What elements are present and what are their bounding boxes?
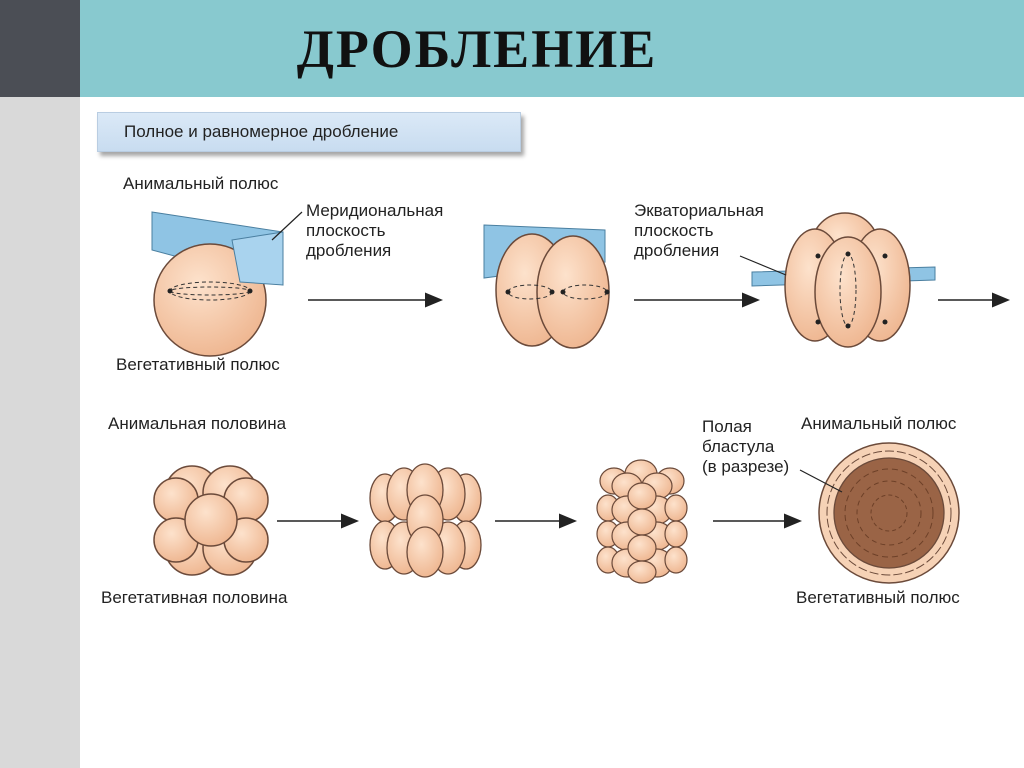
meridional-line-1: Меридиональная [306,201,444,220]
equatorial-line-3: дробления [634,241,720,260]
equatorial-pointer [739,255,787,276]
meridional-pointer [271,211,303,241]
animal-pole-label-bottom: Анимальный полюс [801,414,957,433]
zygote-stage [151,211,284,357]
arrows [277,292,1010,529]
equatorial-line-1: Экваториальная [634,201,764,220]
subtitle-box: Полное и равномерное дробление [97,112,521,152]
vegetative-pole-label-bottom: Вегетативный полюс [796,588,960,607]
four-cell-stage [751,212,936,348]
sidebar-light-block [0,97,80,768]
meridional-line-2: плоскость [306,221,386,240]
blastula-label: Полая бластула (в разрезе) [702,417,789,477]
sixteen-cell-stage [369,463,482,578]
meridional-plane-label: Меридиональная плоскость дробления [306,201,443,261]
vegetative-half-label: Вегетативная половина [101,588,288,607]
animal-half-label: Анимальная половина [108,414,287,433]
eight-cell-stage [153,465,269,576]
meridional-plane-front [231,231,284,286]
equatorial-line-2: плоскость [634,221,714,240]
slide-title: ДРОБЛЕНИЕ [296,19,658,79]
equatorial-plane-label: Экваториальная плоскость дробления [634,201,764,261]
blastula-stage [818,442,960,584]
thirtytwo-cell-stage [596,459,688,584]
sidebar-dark-block [0,0,80,97]
blastula-line-3: (в разрезе) [702,457,790,476]
two-cell-stage [483,224,610,349]
vegetative-pole-label-top: Вегетативный полюс [116,355,280,374]
blastula-pointer [799,469,843,493]
animal-pole-label-top: Анимальный полюс [123,174,279,193]
meridional-line-3: дробления [306,241,392,260]
blastula-line-1: Полая [702,417,752,436]
header-band: ДРОБЛЕНИЕ [80,0,1024,97]
blastula-line-2: бластула [702,437,775,456]
